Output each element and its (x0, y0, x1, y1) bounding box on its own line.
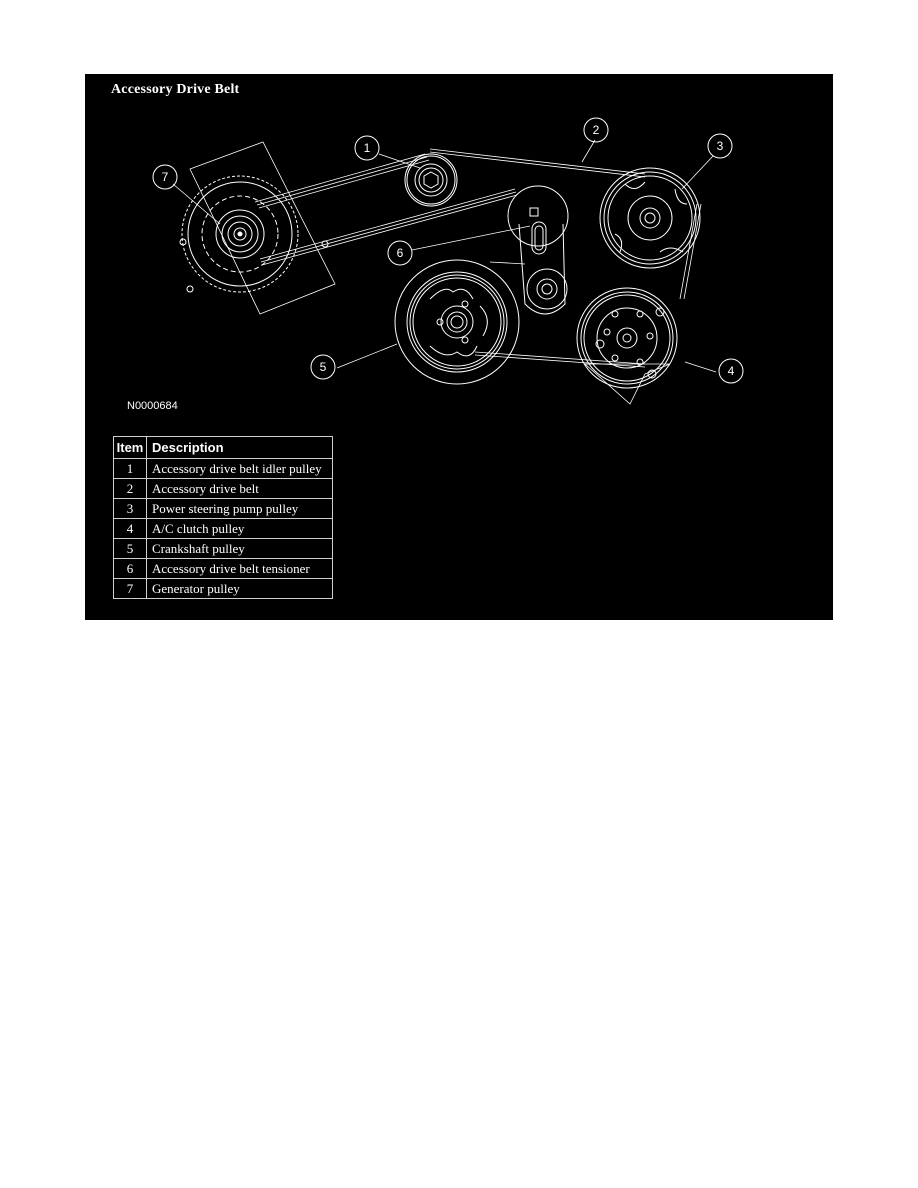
legend-header-item: Item (113, 436, 147, 459)
belt-routing-diagram: 1 2 3 4 5 6 7 (152, 117, 744, 405)
callout-7 (152, 164, 178, 190)
callout-6 (387, 240, 413, 266)
ac-clutch-pulley-icon (576, 287, 678, 405)
legend-row: 4 A/C clutch pulley (113, 518, 333, 539)
legend-header-description: Description (146, 436, 333, 459)
legend-item-number: 1 (113, 458, 147, 479)
callout-label-4: 4 (728, 364, 735, 378)
callout-4 (718, 358, 744, 384)
callout-label-5: 5 (320, 360, 327, 374)
callout-label-2: 2 (593, 123, 600, 137)
generator-pulley-icon (179, 141, 336, 315)
legend-item-description: A/C clutch pulley (146, 518, 333, 539)
power-steering-pulley-icon (599, 167, 701, 269)
callout-label-6: 6 (397, 246, 404, 260)
accessory-drive-belt-figure: Accessory Drive Belt (85, 74, 833, 620)
legend-row: 7 Generator pulley (113, 578, 333, 599)
legend-item-description: Accessory drive belt idler pulley (146, 458, 333, 479)
legend-item-number: 3 (113, 498, 147, 519)
leader-lines (172, 139, 717, 373)
callout-1 (354, 135, 380, 161)
callout-5 (310, 354, 336, 380)
legend-item-number: 2 (113, 478, 147, 499)
callout-circles (152, 117, 744, 384)
crankshaft-pulley-icon (394, 259, 520, 385)
legend-row: 6 Accessory drive belt tensioner (113, 558, 333, 579)
legend-item-description: Crankshaft pulley (146, 538, 333, 559)
legend-item-description: Accessory drive belt tensioner (146, 558, 333, 579)
legend-row: 1 Accessory drive belt idler pulley (113, 458, 333, 479)
figure-code: N0000684 (127, 400, 178, 412)
legend-item-number: 5 (113, 538, 147, 559)
figure-title: Accessory Drive Belt (111, 82, 240, 97)
drive-belt-icon (254, 148, 702, 368)
callout-label-3: 3 (717, 139, 724, 153)
legend-header-row: Item Description (113, 436, 333, 459)
legend-item-number: 7 (113, 578, 147, 599)
legend-table: Item Description 1 Accessory drive belt … (113, 436, 333, 599)
idler-pulley-icon (404, 153, 458, 207)
legend-item-number: 4 (113, 518, 147, 539)
belt-tensioner-icon (507, 185, 569, 315)
legend-item-number: 6 (113, 558, 147, 579)
callout-3 (707, 133, 733, 159)
callout-label-7: 7 (162, 170, 169, 184)
legend-item-description: Generator pulley (146, 578, 333, 599)
legend-row: 3 Power steering pump pulley (113, 498, 333, 519)
legend-row: 5 Crankshaft pulley (113, 538, 333, 559)
legend-item-description: Power steering pump pulley (146, 498, 333, 519)
callout-2 (583, 117, 609, 143)
legend-row: 2 Accessory drive belt (113, 478, 333, 499)
callout-label-1: 1 (364, 141, 371, 155)
legend-item-description: Accessory drive belt (146, 478, 333, 499)
